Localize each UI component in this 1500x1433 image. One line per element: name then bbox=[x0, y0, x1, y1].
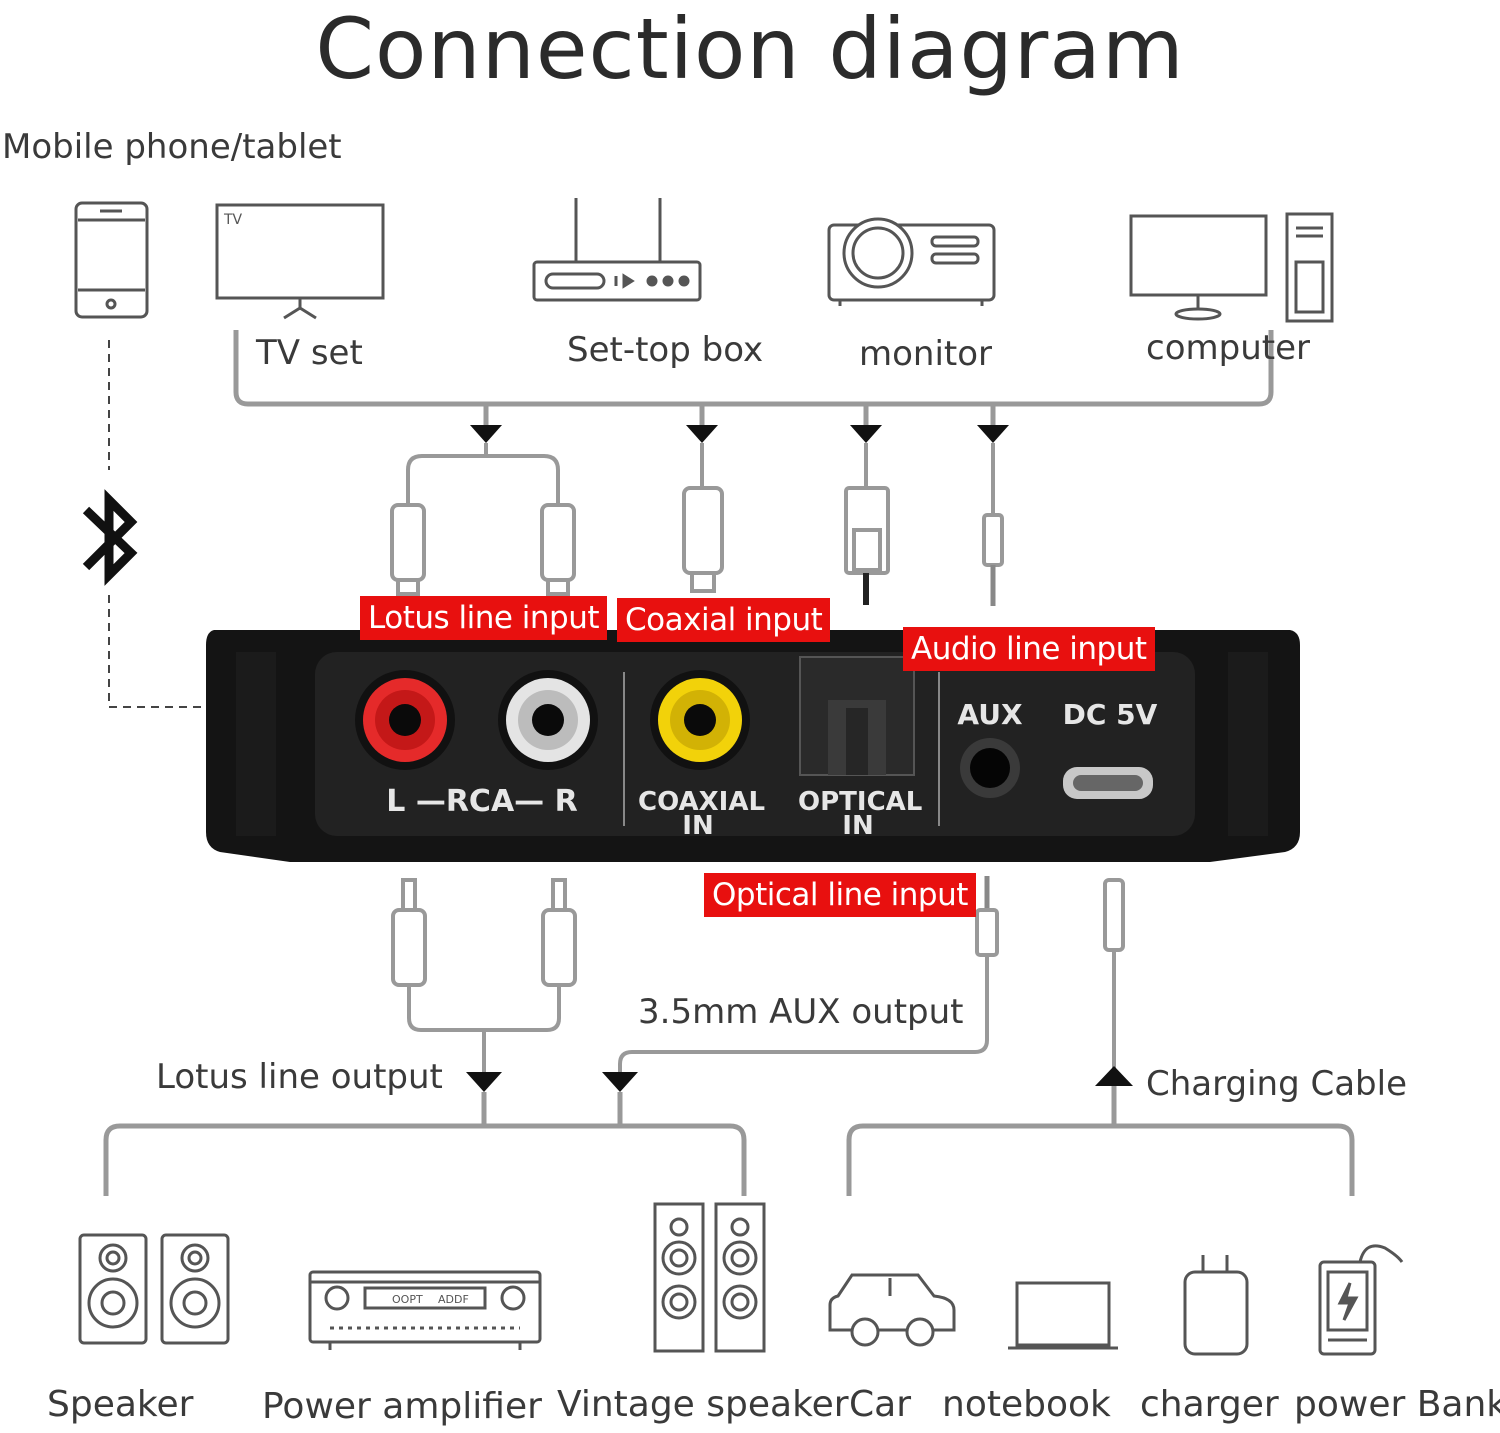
sources-heading: Mobile phone/tablet bbox=[2, 127, 342, 167]
output-label-notebook: notebook bbox=[942, 1384, 1111, 1425]
vintage-speaker-icon bbox=[653, 1202, 766, 1353]
tag-lotus-line-input: Lotus line input bbox=[360, 596, 608, 640]
projector-icon bbox=[827, 217, 996, 306]
port-label-optical: OPTICAL IN bbox=[798, 787, 923, 841]
aux-input-cable bbox=[982, 443, 1004, 606]
output-label-power-bank: power Bank bbox=[1294, 1384, 1500, 1425]
optical-input-cable bbox=[844, 443, 890, 605]
optical-port bbox=[799, 656, 915, 776]
charging-cable bbox=[1103, 878, 1125, 1080]
rca-left-jack bbox=[355, 670, 455, 770]
output-label-car: Car bbox=[849, 1384, 911, 1425]
port-label-rca: L —RCA— R bbox=[386, 784, 578, 819]
source-label-tv: TV set bbox=[256, 333, 363, 373]
car-icon bbox=[828, 1273, 956, 1347]
output-label-speaker: Speaker bbox=[47, 1384, 194, 1425]
amplifier-icon bbox=[308, 1270, 542, 1350]
port-label-coaxial: COAXIAL IN bbox=[638, 787, 766, 841]
aux-output-cable bbox=[618, 876, 999, 1075]
notebook-icon bbox=[1008, 1281, 1118, 1350]
input-arrows bbox=[470, 425, 1009, 443]
dc-port bbox=[1063, 767, 1153, 799]
bluetooth-link bbox=[108, 340, 205, 708]
computer-icon bbox=[1129, 212, 1334, 323]
diagram-title: Connection diagram bbox=[315, 0, 1185, 98]
output-bus bbox=[103, 1086, 1355, 1196]
charger-icon bbox=[1183, 1255, 1249, 1356]
coaxial-input-cable bbox=[682, 443, 724, 593]
output-label-vintage-speaker: Vintage speaker bbox=[557, 1384, 849, 1425]
output-arrows bbox=[466, 1066, 1133, 1092]
label-aux-output: 3.5mm AUX output bbox=[638, 992, 964, 1032]
tag-optical-line-input: Optical line input bbox=[704, 873, 976, 917]
aux-port bbox=[960, 738, 1020, 798]
output-label-power-amplifier: Power amplifier bbox=[262, 1386, 542, 1427]
power-bank-icon bbox=[1318, 1244, 1404, 1356]
rca-input-cable bbox=[390, 443, 576, 596]
router-icon bbox=[532, 198, 702, 302]
port-label-dc: DC 5V bbox=[1062, 698, 1158, 731]
source-label-set-top-box: Set-top box bbox=[567, 330, 764, 370]
speaker-icon bbox=[78, 1233, 230, 1345]
tv-screen-label: TV bbox=[223, 212, 243, 228]
tag-audio-line-input: Audio line input bbox=[903, 627, 1155, 671]
input-bus bbox=[233, 330, 1274, 428]
source-label-monitor: monitor bbox=[859, 334, 993, 374]
amp-display-left: OOPT bbox=[392, 1293, 423, 1306]
tag-coaxial-input: Coaxial input bbox=[617, 598, 831, 642]
source-label-computer: computer bbox=[1146, 328, 1310, 368]
amp-display-right: ADDF bbox=[438, 1293, 469, 1306]
rca-output-cable bbox=[391, 878, 577, 1075]
bluetooth-icon bbox=[82, 489, 138, 586]
phone-icon bbox=[74, 201, 149, 319]
label-lotus-line-output: Lotus line output bbox=[156, 1057, 443, 1097]
output-label-charger: charger bbox=[1140, 1384, 1279, 1425]
port-label-aux: AUX bbox=[957, 698, 1023, 731]
label-charging-cable: Charging Cable bbox=[1146, 1064, 1407, 1104]
rca-right-jack bbox=[498, 670, 598, 770]
coaxial-jack bbox=[650, 670, 750, 770]
tv-icon bbox=[215, 203, 385, 320]
